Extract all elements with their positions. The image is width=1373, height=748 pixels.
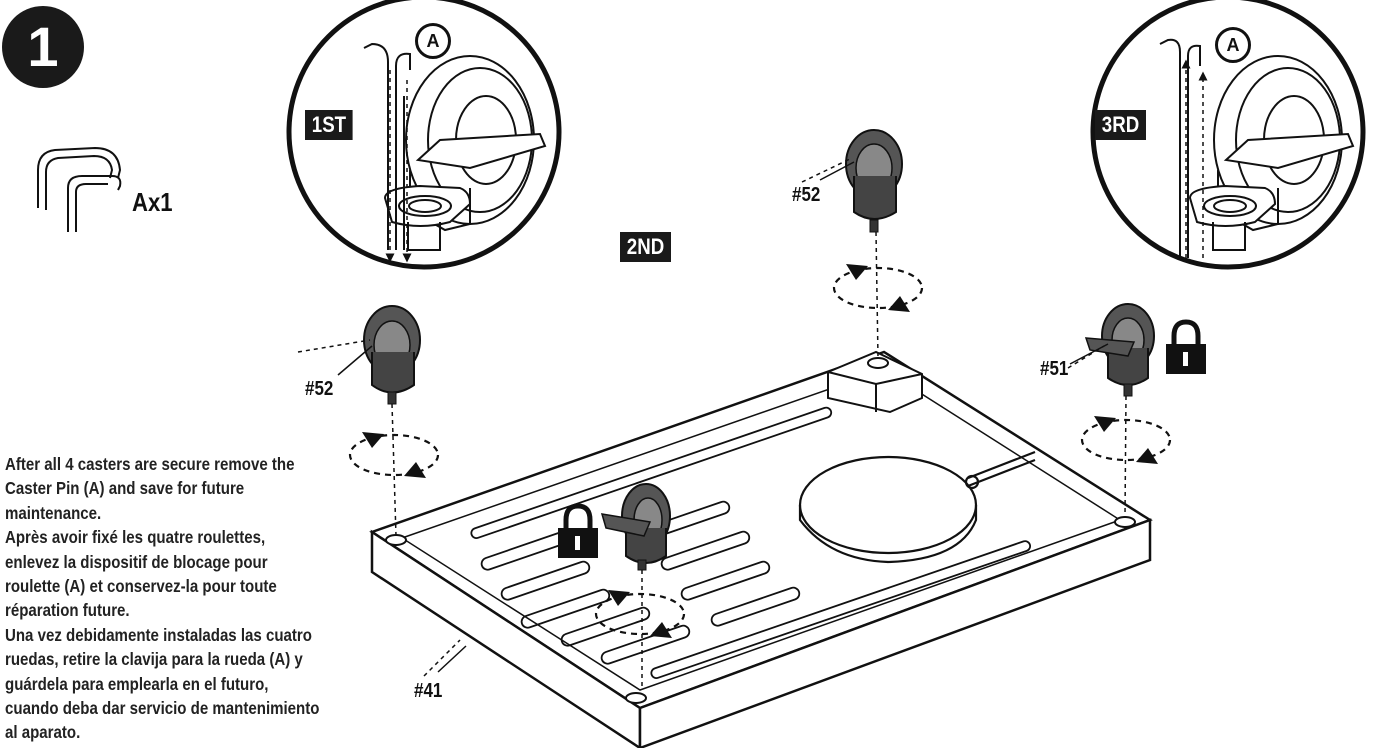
caster-pin-quantity: Ax1 xyxy=(132,187,173,217)
corner-bracket xyxy=(827,350,923,414)
instruction-english: After all 4 casters are secure remove th… xyxy=(5,454,295,523)
lock-icon xyxy=(1166,319,1206,374)
corner-studs xyxy=(385,516,1136,704)
part-number-52-left: #52 xyxy=(305,378,334,400)
instruction-french: Après avoir fixé les quatre roulettes, e… xyxy=(5,527,277,621)
callout-first: 1ST xyxy=(305,110,353,140)
detail-circle-first xyxy=(286,0,562,270)
part-number-41: #41 xyxy=(414,680,443,702)
instruction-text: After all 4 casters are secure remove th… xyxy=(5,452,323,745)
caster-icon xyxy=(363,129,1155,571)
base-tray xyxy=(369,350,1153,748)
pin-label-a: A xyxy=(415,23,451,59)
part-number-52-top: #52 xyxy=(792,184,821,206)
fire-bowl-ring xyxy=(798,450,1036,564)
callout-third: 3RD xyxy=(1095,110,1147,140)
pin-label-a: A xyxy=(1215,27,1251,63)
instruction-spanish: Una vez debidamente instaladas las cuatr… xyxy=(5,624,320,743)
caster-pin-icon xyxy=(37,146,122,232)
lock-icon xyxy=(558,503,598,558)
callout-second: 2ND xyxy=(620,232,672,262)
part-number-51: #51 xyxy=(1040,358,1069,380)
rotation-arrow-icon xyxy=(348,266,1172,636)
step-number-badge: 1 xyxy=(2,6,84,88)
detail-circle-third xyxy=(1090,0,1366,270)
